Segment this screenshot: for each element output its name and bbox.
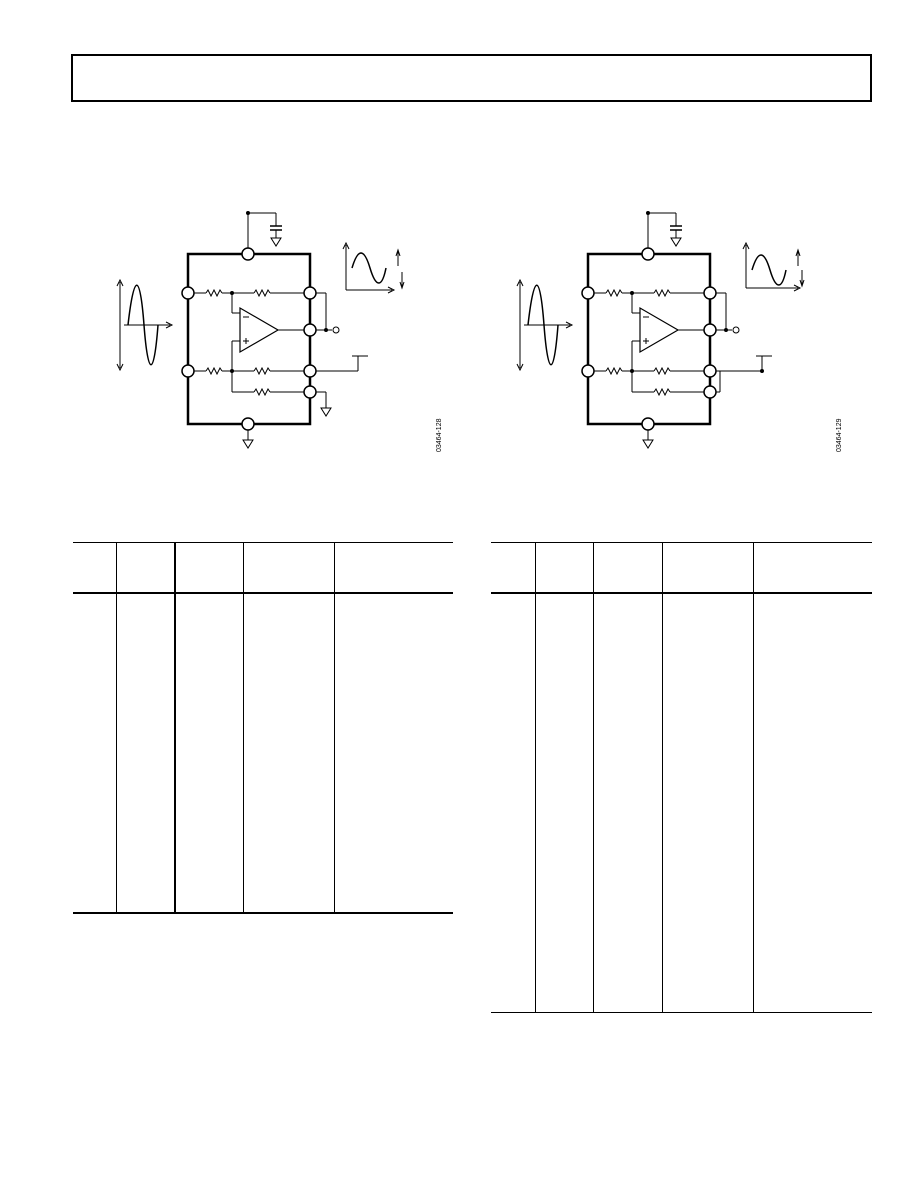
table-column-divider [753, 542, 754, 1013]
table-column-divider [535, 542, 536, 1013]
table-bottom-rule [73, 912, 453, 914]
circuit-figure-left: 03464-128 [80, 200, 460, 460]
figure-id-label: 03464-129 [836, 418, 843, 452]
table-right [491, 542, 872, 1014]
page-header-box [71, 54, 872, 102]
table-column-divider [174, 542, 176, 914]
table-column-divider [243, 542, 244, 914]
table-column-divider [662, 542, 663, 1013]
table-bottom-rule [491, 1012, 872, 1013]
table-header-rule [491, 592, 872, 594]
table-column-divider [593, 542, 594, 1013]
circuit-schematic-right [516, 211, 805, 449]
table-header-rule [73, 592, 453, 594]
table-column-divider [334, 542, 335, 914]
table-top-rule [73, 542, 453, 543]
figure-id-label: 03464-128 [436, 418, 443, 452]
table-column-divider [116, 542, 117, 914]
table-top-rule [491, 542, 872, 543]
circuit-figure-right: 03464-129 [480, 200, 860, 460]
circuit-schematic-left [116, 211, 405, 449]
table-left [73, 542, 453, 914]
